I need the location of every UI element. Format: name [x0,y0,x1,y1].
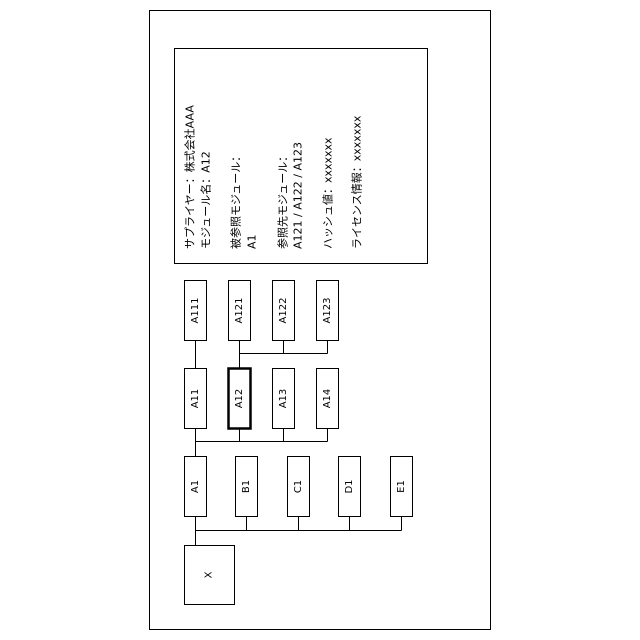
info-references-label: 参照先モジュール： [276,151,290,249]
node-label: A11 [190,389,201,409]
node-label: X [204,571,215,578]
node-e1[interactable]: E1 [391,457,413,517]
node-label: B1 [241,480,252,493]
info-references: A121 / A122 / A123 [292,142,305,249]
info-referenced-by-label: 被参照モジュール： [229,151,243,249]
node-a111[interactable]: A111 [185,281,207,341]
node-b1[interactable]: B1 [236,457,258,517]
module-info-panel: サプライヤー：株式会社AAA モジュール名：A12 被参照モジュール： A1 参… [175,49,428,264]
node-a121[interactable]: A121 [229,281,251,341]
node-label: E1 [396,480,407,493]
info-module-name: モジュール名：A12 [199,151,213,249]
info-referenced-by: A1 [246,234,259,249]
info-supplier: サプライヤー：株式会社AAA [183,105,197,249]
node-d1[interactable]: D1 [339,457,361,517]
node-x[interactable]: X [185,546,235,605]
node-a12[interactable]: A12 [229,369,251,429]
info-license: ライセンス情報：xxxxxxx [351,115,364,249]
info-hash: ハッシュ値：xxxxxxx [322,137,335,249]
node-a1[interactable]: A1 [185,457,207,517]
node-label: A111 [190,298,201,324]
node-label: A122 [278,298,289,324]
node-a14[interactable]: A14 [317,369,339,429]
node-label: A1 [190,480,201,493]
node-label: A121 [234,298,245,324]
node-label: A14 [322,389,333,409]
node-label: D1 [344,479,355,493]
node-c1[interactable]: C1 [288,457,310,517]
node-a123[interactable]: A123 [317,281,339,341]
node-a13[interactable]: A13 [273,369,295,429]
node-a11[interactable]: A11 [185,369,207,429]
node-a122[interactable]: A122 [273,281,295,341]
node-label: A12 [234,389,245,409]
node-label: C1 [293,480,304,493]
node-label: A13 [278,389,289,409]
node-label: A123 [322,298,333,324]
